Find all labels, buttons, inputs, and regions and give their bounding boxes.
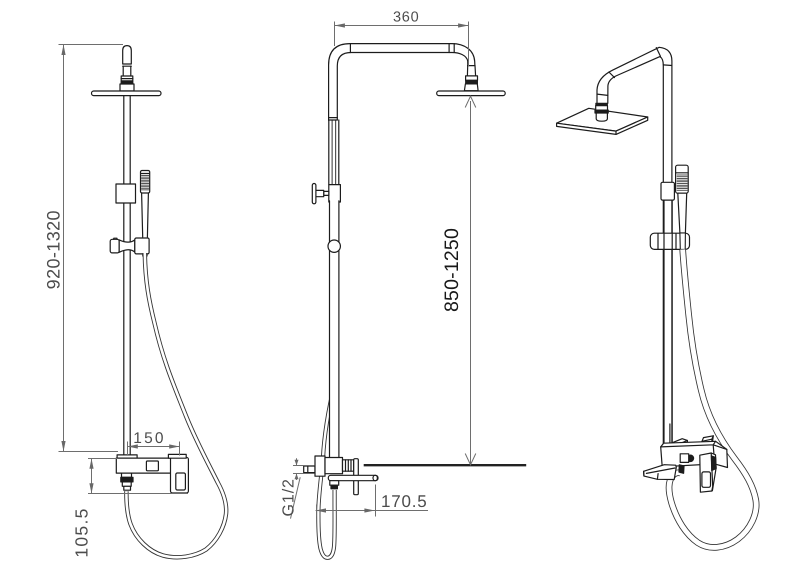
svg-text:170.5: 170.5: [381, 492, 428, 511]
svg-text:920-1320: 920-1320: [43, 210, 63, 289]
svg-text:360: 360: [393, 10, 419, 26]
svg-text:105.5: 105.5: [72, 507, 92, 557]
svg-text:850-1250: 850-1250: [441, 228, 463, 312]
svg-text:G1/2: G1/2: [280, 478, 297, 516]
svg-text:150: 150: [133, 430, 165, 447]
